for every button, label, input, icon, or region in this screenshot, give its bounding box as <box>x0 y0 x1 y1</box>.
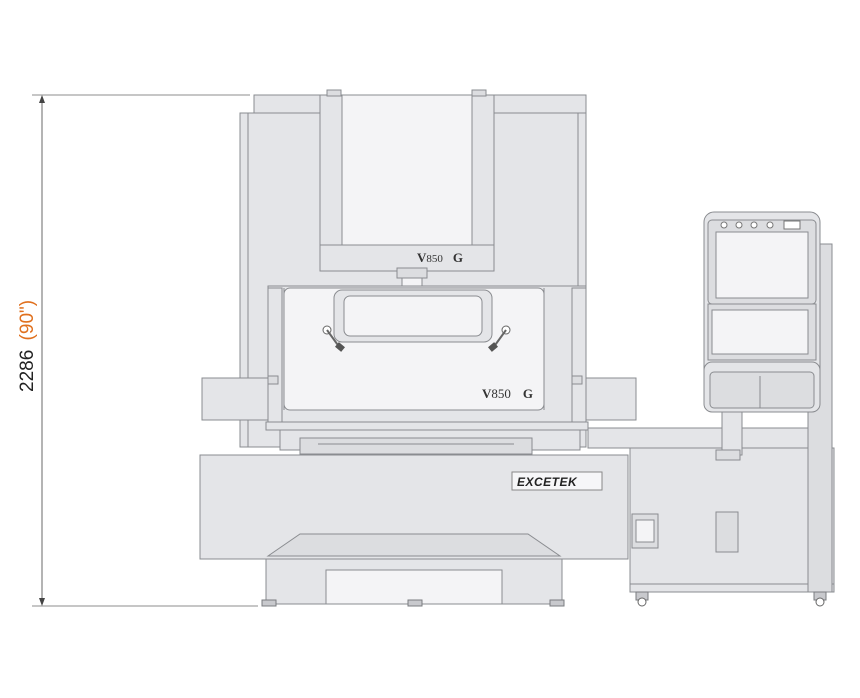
door-handle-left <box>322 325 345 352</box>
machine-base: EXCETEK <box>199 454 629 607</box>
dimension-inches: (90") <box>17 300 38 341</box>
console-button-1 <box>720 221 728 229</box>
brand-badge: EXCETEK <box>511 471 603 491</box>
console-button-2 <box>735 221 743 229</box>
door-handle-right <box>488 325 511 352</box>
brand-label: EXCETEK <box>517 475 578 489</box>
control-cabinet <box>629 243 835 607</box>
dimension-arrow-bottom <box>39 598 45 606</box>
dimension-mm: 2286 <box>17 350 38 392</box>
dimension-label: 2286 (90") <box>17 300 38 392</box>
operator-console <box>703 211 821 461</box>
dimension-arrow-top <box>39 95 45 103</box>
console-switch <box>783 220 801 230</box>
console-button-4 <box>766 221 774 229</box>
left-wing <box>201 377 269 421</box>
connecting-rail <box>587 427 829 449</box>
height-dimension: 2286 (90") <box>17 94 258 607</box>
console-button-3 <box>750 221 758 229</box>
right-wing <box>585 377 637 421</box>
